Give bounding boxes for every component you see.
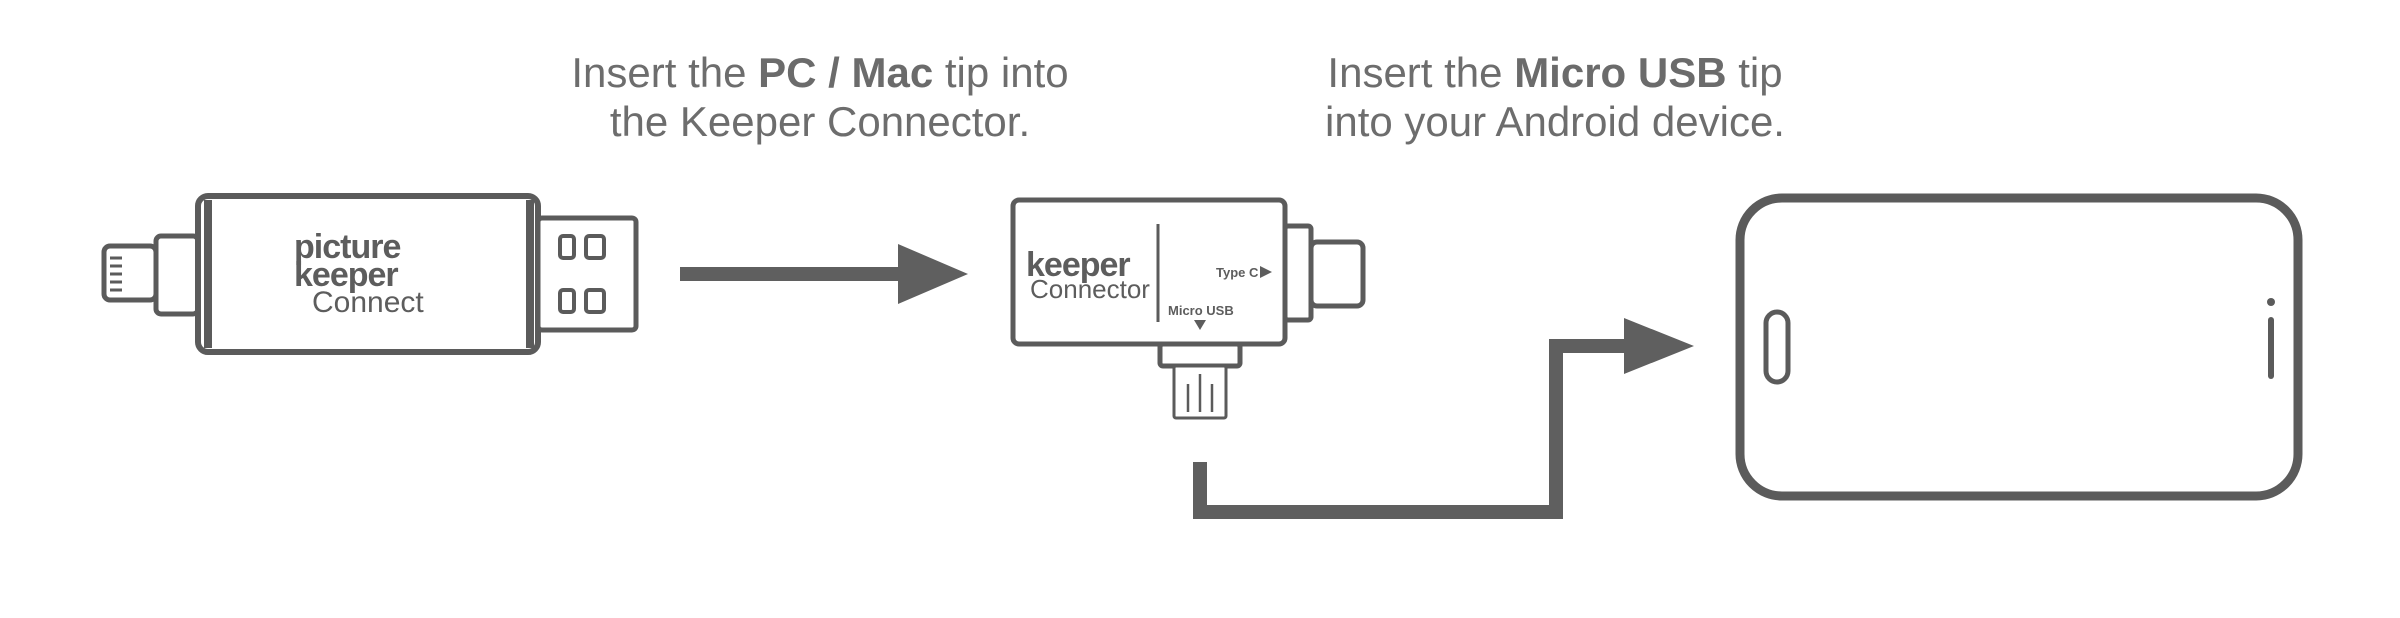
instruction-right: Insert the Micro USB tip into your Andro… — [1225, 48, 1885, 146]
instruction-right-text: Insert the — [1327, 49, 1515, 96]
instruction-left-line1: Insert the PC / Mac tip into — [490, 48, 1150, 97]
lightning-tip-ridges — [110, 256, 122, 292]
drive-brand-line3: Connect — [312, 286, 424, 319]
drive-brand-line2: keeper — [294, 256, 398, 294]
instruction-right-line2: into your Android device. — [1325, 98, 1785, 145]
instruction-left: Insert the PC / Mac tip into the Keeper … — [490, 48, 1150, 146]
micro-usb-label: Micro USB — [1168, 303, 1234, 318]
instruction-left-bold: PC / Mac — [758, 49, 934, 96]
elbow-arrow-icon — [1193, 318, 1694, 519]
phone-body-icon — [1735, 193, 2303, 501]
micro-usb-pointer-icon — [1194, 320, 1206, 330]
drive-brand-line1: picture — [294, 228, 400, 266]
arrow-right-icon — [680, 244, 968, 304]
type-c-label: Type C — [1216, 265, 1259, 280]
instruction-left-text: Insert the — [571, 49, 759, 96]
instruction-right-line1: Insert the Micro USB tip — [1225, 48, 1885, 97]
connector-brand-line2: Connector — [1030, 274, 1150, 304]
type-c-pointer-icon — [1260, 266, 1272, 278]
keeper-connector — [1010, 197, 1366, 420]
type-c-tip-icon — [1308, 239, 1366, 309]
connector-brand-line1: keeper — [1026, 246, 1130, 284]
instruction-right-bold: Micro USB — [1514, 49, 1727, 96]
type-c-collar — [1282, 223, 1314, 323]
lightning-neck — [153, 233, 201, 317]
home-button-icon — [1763, 309, 1791, 385]
android-phone — [1735, 193, 2303, 501]
micro-usb-collar — [1157, 341, 1243, 369]
camera-icon — [2267, 298, 2275, 306]
picture-keeper-drive — [101, 193, 639, 355]
instruction-left-text-end: tip into — [933, 49, 1069, 96]
instruction-left-line2: the Keeper Connector. — [609, 98, 1031, 145]
instruction-right-text-end: tip — [1726, 49, 1783, 96]
